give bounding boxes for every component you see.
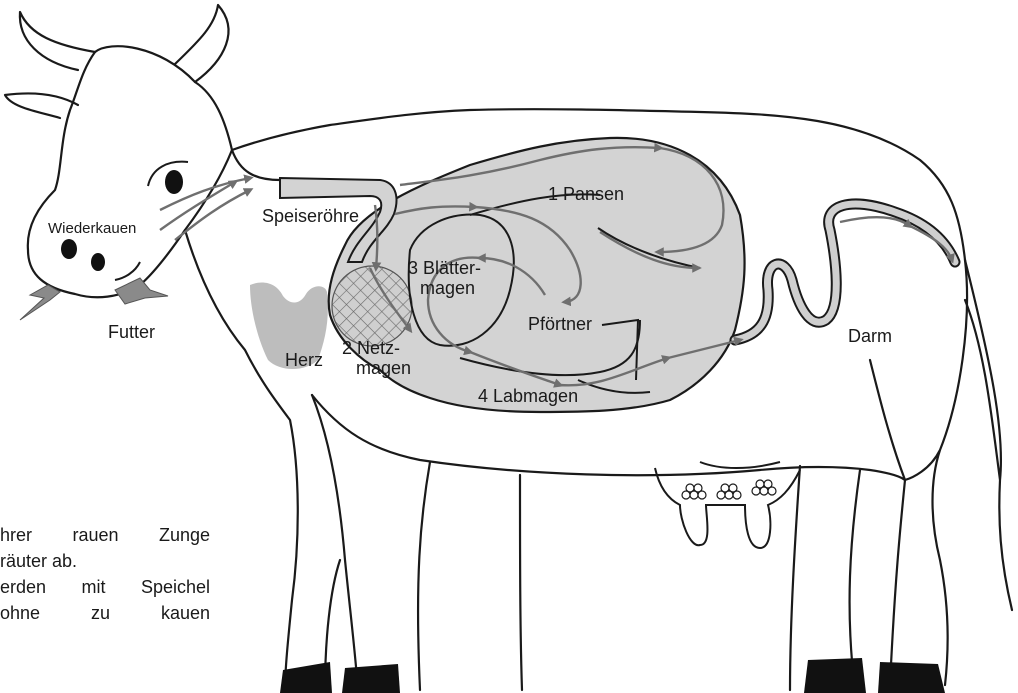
paragraph-line-2: räuter ab. xyxy=(0,548,210,574)
grass-food xyxy=(20,278,168,320)
paragraph-line-4: ohne zu kauen xyxy=(0,600,210,626)
front-leg-inner xyxy=(312,395,358,690)
hooves xyxy=(280,658,945,693)
eye xyxy=(165,170,183,194)
intestine-fill xyxy=(735,204,955,340)
paragraph-line-1: hrer rauen Zunge xyxy=(0,522,210,548)
label-netzmagen-2: magen xyxy=(356,358,411,378)
nostril-left xyxy=(61,239,77,259)
label-futter: Futter xyxy=(108,322,155,342)
label-labmagen: 4 Labmagen xyxy=(478,386,578,406)
label-blaettermagen-2: magen xyxy=(420,278,475,298)
mid-leg-left xyxy=(418,462,430,690)
label-wiederkauen: Wiederkauen xyxy=(48,220,136,237)
paragraph-line-3: erden mit Speichel xyxy=(0,574,210,600)
cow-tail xyxy=(965,260,1012,610)
label-pfoertner: Pförtner xyxy=(528,314,592,334)
mouth xyxy=(115,262,140,280)
hind-leg-front xyxy=(850,470,860,690)
label-blaettermagen-1: 3 Blätter- xyxy=(408,258,481,278)
label-speiseroehre: Speiseröhre xyxy=(262,206,359,226)
netzmagen-mesh xyxy=(332,266,412,346)
label-darm: Darm xyxy=(848,326,892,346)
cow-head xyxy=(28,46,280,297)
left-horn xyxy=(20,12,95,70)
nostril-right xyxy=(91,253,105,271)
udder-glands xyxy=(682,480,776,499)
mid-leg-right xyxy=(520,475,522,690)
label-pansen: 1 Pansen xyxy=(548,184,624,204)
cow-ear xyxy=(5,93,78,118)
label-herz: Herz xyxy=(285,350,323,370)
label-netzmagen-1: 2 Netz- xyxy=(342,338,400,358)
cropped-paragraph: hrer rauen Zunge räuter ab. erden mit Sp… xyxy=(0,522,210,626)
hind-leg-inner xyxy=(790,466,800,690)
hip-line xyxy=(870,360,905,480)
